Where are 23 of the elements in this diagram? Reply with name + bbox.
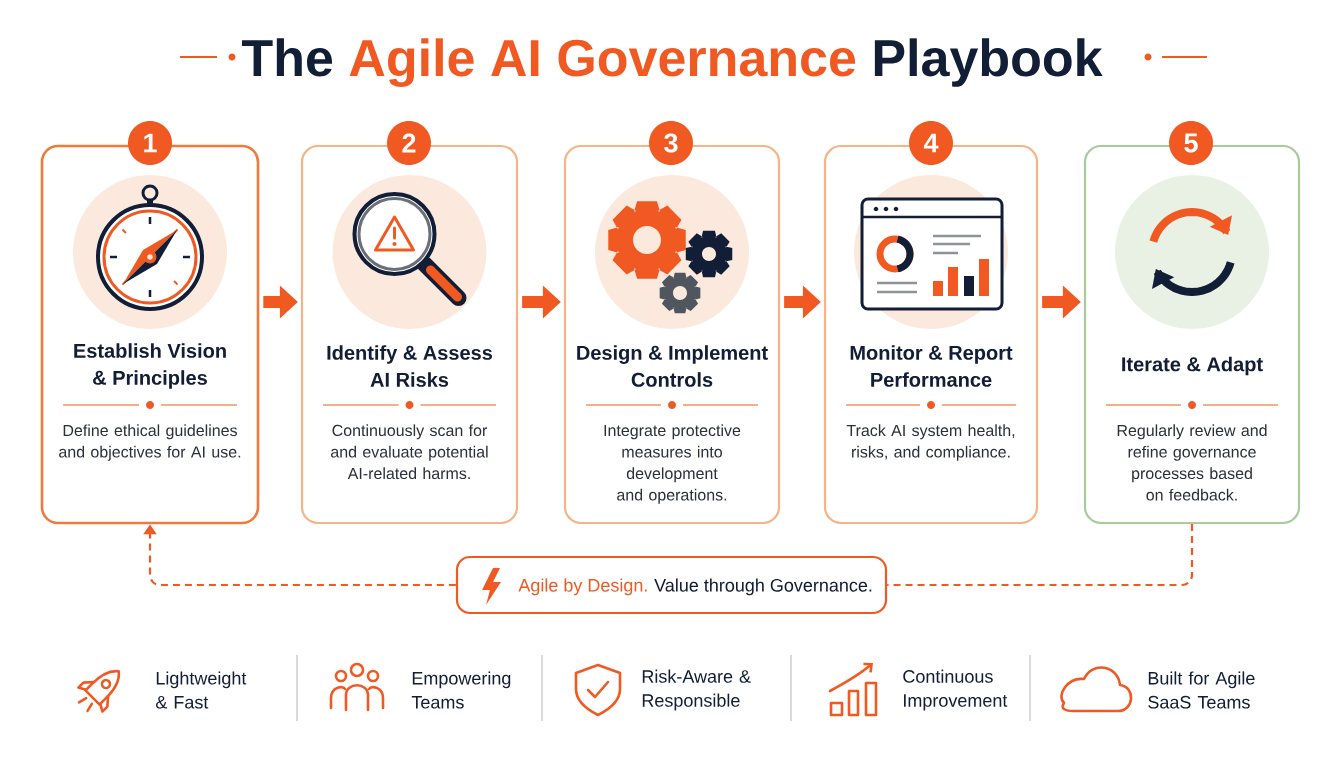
step-number-badge: 5 bbox=[1169, 121, 1213, 165]
step-heading: Design & Implement Controls bbox=[577, 345, 768, 387]
step-description: Define ethical guidelines and objectives for AI use. bbox=[59, 424, 241, 461]
tagline-text: Value through Governance. bbox=[654, 578, 872, 596]
step-heading: Identify & Assess AI Risks bbox=[327, 345, 492, 387]
feature-label: Empowering Teams bbox=[411, 671, 511, 709]
step-number-badge: 3 bbox=[649, 121, 693, 165]
step-heading: Establish Vision & Principles bbox=[74, 343, 226, 389]
step-description: Regularly review and refine governance processes based on feedback. bbox=[1117, 424, 1267, 501]
feature-label: Built for Agile SaaS Teams bbox=[1148, 671, 1255, 709]
step-description: Track AI system health, risks, and compliance. bbox=[846, 424, 1015, 461]
step-number-badge: 4 bbox=[909, 121, 953, 165]
step-number-badge: 1 bbox=[128, 121, 172, 165]
feature-label: Lightweight & Fast bbox=[156, 671, 247, 709]
step-heading: Iterate & Adapt bbox=[1122, 356, 1263, 376]
step-description: Continuously scan for and evaluate potential AI-related harms. bbox=[331, 424, 488, 480]
title: The Agile AI Governance Playbook bbox=[242, 38, 1103, 87]
tagline-text: Agile by Design. bbox=[518, 578, 647, 596]
step-number-badge: 2 bbox=[387, 121, 431, 165]
step-description: Integrate protective measures into development and operations. bbox=[604, 424, 741, 504]
step-heading: Monitor & Report Performance bbox=[850, 345, 1013, 387]
feature-label: Risk-Aware & Responsible bbox=[642, 669, 751, 711]
feature-label: Continuous Improvement bbox=[903, 669, 1008, 711]
